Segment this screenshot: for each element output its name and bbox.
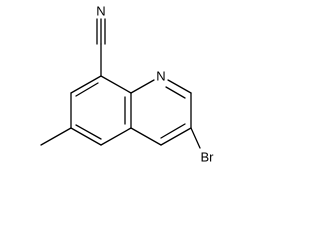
molecule-structure: N N Br: [40, 4, 215, 165]
bond-c8-c7-inner: [75, 82, 99, 97]
bond-c3-bromine: [190, 127, 201, 149]
bond-c8a-n1: [130, 79, 155, 94]
ring-nitrogen-label: N: [156, 69, 165, 84]
bond-c6-c5-inner: [75, 124, 102, 140]
bromine-label: Br: [201, 150, 215, 165]
benzene-ring: [70, 75, 132, 146]
bond-c6-methyl: [40, 127, 72, 146]
bond-c5-c4a: [100, 127, 132, 146]
bond-n1-c2-inner: [165, 86, 186, 99]
bond-c6-c5: [70, 127, 102, 146]
nitrile-group: [96, 18, 106, 77]
bond-n1-c2: [167, 79, 192, 94]
nitrile-nitrogen-label: N: [96, 4, 105, 19]
bond-c4-c4a: [130, 127, 162, 146]
pyridine-ring: [130, 79, 192, 146]
bond-c8-c7: [70, 75, 102, 94]
bond-c8a-c8: [100, 75, 132, 94]
bond-c3-c4-inner: [160, 123, 186, 139]
bond-c3-c4: [160, 127, 192, 146]
